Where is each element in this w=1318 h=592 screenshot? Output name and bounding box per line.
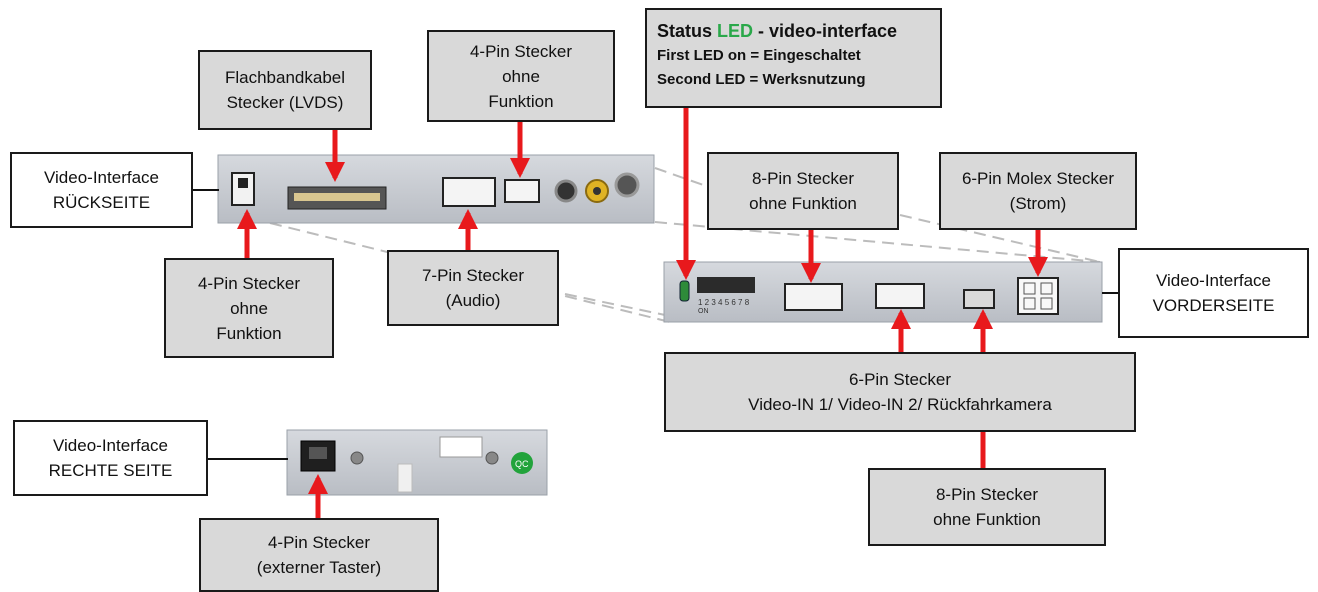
front-8pin-connector [784,283,843,311]
front-6pin-video-connector [875,283,925,309]
audio-7pin-connector [442,177,496,207]
label-right-side: Video-Interface RECHTE SEITE [13,420,208,496]
label-front-side: Video-Interface VORDERSEITE [1118,248,1309,338]
white-window [439,436,483,458]
label-4pin-top: 4-Pin Stecker ohne Funktion [427,30,615,122]
label-molex: 6-Pin Molex Stecker (Strom) [939,152,1137,230]
rear-antenna-jack [614,172,640,198]
front-8pin-small-connector [963,289,995,309]
label-7pin: 7-Pin Stecker (Audio) [387,250,559,326]
red-arrows [237,108,1048,518]
right-side-panel: QC [286,429,548,496]
molex-6pin-connector [1017,277,1059,315]
leader-lines [193,189,1118,460]
qc-sticker [511,452,533,474]
label-4pin-left: 4-Pin Stecker ohne Funktion [164,258,334,358]
rca-black [554,179,578,203]
label-rear-side: Video-Interface RÜCKSEITE [10,152,193,228]
qc-sticker-text: QC [515,459,529,469]
label-8pin-top: 8-Pin Stecker ohne Funktion [707,152,899,230]
rear-4pin-small-connector [504,179,540,203]
rear-panel [217,154,655,224]
status-leds [679,280,690,302]
label-status-led: Status LED - video-interface First LED o… [645,8,942,108]
dashed-guides [269,167,1101,323]
label-8pin-bottom: 8-Pin Stecker ohne Funktion [868,468,1106,546]
label-sticker [397,463,413,493]
dip-on: ON [698,308,709,315]
dip-numbers: 1 2 3 4 5 6 7 8 [698,298,750,307]
label-taster: 4-Pin Stecker (externer Taster) [199,518,439,592]
screw-left [350,451,364,465]
dip-switch [697,277,755,293]
label-6pin-video: 6-Pin Stecker Video-IN 1/ Video-IN 2/ Rü… [664,352,1136,432]
label-flachbandkabel: Flachbandkabel Stecker (LVDS) [198,50,372,130]
rear-4pin-connector [231,172,255,206]
screw-right [485,451,499,465]
